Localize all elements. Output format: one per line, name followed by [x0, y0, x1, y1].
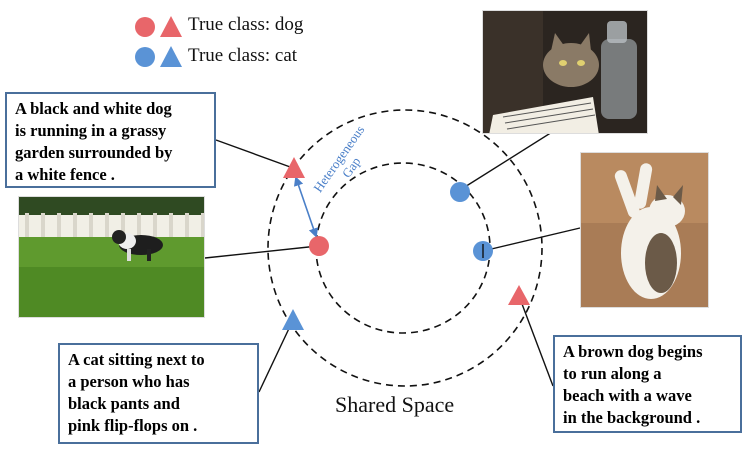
caption-line: to run along a — [563, 364, 662, 383]
caption-dog-beach: A brown dog begins to run along a beach … — [553, 335, 742, 433]
dog-text-point-top — [283, 157, 305, 178]
connector-dog-text-right — [518, 295, 554, 387]
caption-line: beach with a wave — [563, 386, 692, 405]
caption-line: A cat sitting next to — [68, 350, 205, 369]
legend-cat-triangle — [160, 46, 182, 67]
connector-dog-image — [204, 245, 319, 259]
caption-line: is running in a grassy — [15, 121, 167, 140]
dog-image-point — [309, 236, 329, 256]
legend-cat-circle — [135, 47, 155, 67]
dog-text-point-right — [508, 285, 530, 305]
legend-dog-triangle — [160, 16, 182, 37]
outer-embedding-circle — [267, 109, 543, 387]
connector-dog-text-top — [215, 139, 294, 169]
caption-line: black pants and — [68, 394, 180, 413]
caption-line: a person who has — [68, 372, 190, 391]
caption-line: garden surrounded by — [15, 143, 173, 162]
connector-cat-text — [258, 319, 294, 393]
legend-dog-label: True class: dog — [188, 14, 304, 35]
cat-text-point — [282, 309, 304, 330]
shared-space-label: Shared Space — [335, 392, 455, 417]
cat-piano-photo — [482, 10, 648, 134]
caption-line: a white fence . — [15, 165, 115, 184]
connector-cat-image-right — [482, 227, 581, 252]
legend-cat-label: True class: cat — [188, 45, 298, 66]
caption-line: A black and white dog — [15, 99, 172, 118]
caption-cat-flipflops: A cat sitting next to a person who has b… — [58, 343, 259, 444]
cat-image-point-top — [450, 182, 470, 202]
legend-dog-circle — [135, 17, 155, 37]
caption-line: A brown dog begins — [563, 342, 703, 361]
caption-dog-garden: A black and white dog is running in a gr… — [5, 92, 216, 188]
caption-line: in the background . — [563, 408, 701, 427]
heterogeneous-gap-arrow — [293, 176, 319, 238]
caption-line: pink flip-flops on . — [68, 416, 198, 435]
dog-garden-photo — [18, 196, 205, 318]
cat-standing-photo — [580, 152, 709, 308]
